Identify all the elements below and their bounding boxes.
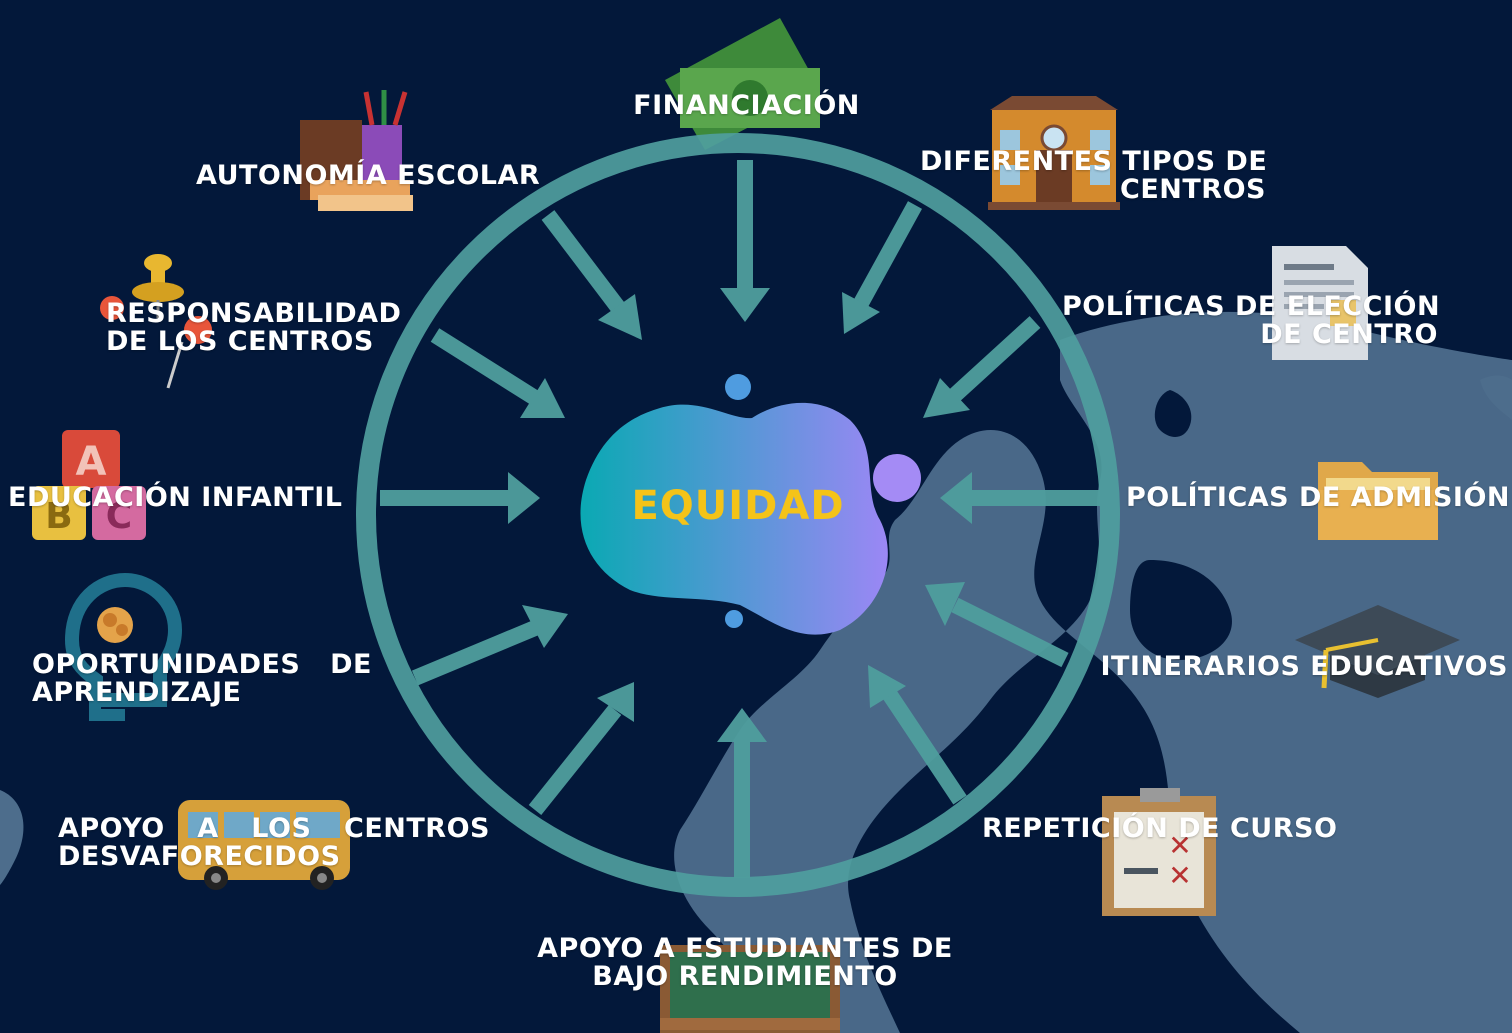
dot-top: [725, 374, 751, 400]
svg-text:B: B: [45, 496, 72, 537]
arrow-apoyo-centros: [528, 682, 634, 815]
books-pencils-icon: [300, 90, 413, 211]
center-blob: [580, 402, 888, 635]
arrows: [380, 160, 1100, 878]
folder-icon: [1318, 462, 1438, 540]
arrow-educacion: [380, 472, 540, 524]
abc-blocks-icon: A B C: [32, 430, 146, 540]
chalkboard-icon: [660, 945, 840, 1033]
graduation-cap-icon: [1295, 605, 1460, 698]
label-responsabilidad: RESPONSABILIDAD DE LOS CENTROS: [106, 298, 402, 357]
label-educacion-infantil: EDUCACIÓN INFANTIL: [8, 482, 343, 513]
school-building-icon: [988, 96, 1120, 210]
svg-text:C: C: [106, 496, 132, 537]
arrow-politicas-eleccion: [923, 316, 1041, 418]
pushpins-icon: [100, 254, 212, 389]
document-icon: [1272, 246, 1368, 360]
school-bus-icon: [178, 800, 350, 890]
outer-ring: [356, 133, 1120, 897]
svg-text:A: A: [76, 439, 107, 485]
label-autonomia-escolar: AUTONOMÍA ESCOLAR: [196, 160, 541, 191]
arrow-responsabilidad: [430, 328, 565, 418]
svg-text:✕: ✕: [1168, 859, 1191, 892]
label-financiacion: FINANCIACIÓN: [633, 90, 860, 121]
arrow-itinerarios: [925, 582, 1069, 668]
arrow-repeticion: [868, 665, 967, 805]
arrow-financiacion: [720, 160, 770, 322]
dot-bottom: [725, 610, 743, 628]
arrow-politicas-admision: [940, 472, 1100, 524]
label-politicas-admision: POLÍTICAS DE ADMISIÓN: [1126, 482, 1511, 513]
center-title: EQUIDAD: [631, 483, 845, 529]
arrow-apoyo-estudiantes: [717, 708, 767, 878]
money-icon: [665, 18, 820, 150]
arrow-diferentes: [842, 201, 923, 334]
clipboard-icon: ✕ ✕: [1102, 788, 1216, 916]
dot-right: [873, 454, 921, 502]
background-map: [0, 311, 1512, 1033]
label-repeticion-curso: REPETICIÓN DE CURSO: [982, 813, 1338, 844]
label-politicas-eleccion: POLÍTICAS DE ELECCIÓN DE CENTRO: [1062, 291, 1441, 350]
label-itinerarios: ITINERARIOS EDUCATIVOS: [1100, 651, 1508, 682]
label-diferentes-tipos: DIFERENTES TIPOS DE CENTROS: [920, 146, 1268, 205]
label-apoyo-centros: APOYO A LOS CENTROS DESVAFORECIDOS: [58, 813, 490, 872]
label-apoyo-estudiantes: APOYO A ESTUDIANTES DE BAJO RENDIMIENTO: [537, 933, 953, 992]
brain-head-icon: [64, 572, 183, 721]
arrow-oportunidades: [411, 605, 568, 686]
label-oportunidades: OPORTUNIDADES DE APRENDIZAJE: [32, 649, 372, 708]
arrow-autonomia: [541, 210, 642, 340]
svg-text:✕: ✕: [1168, 829, 1191, 862]
